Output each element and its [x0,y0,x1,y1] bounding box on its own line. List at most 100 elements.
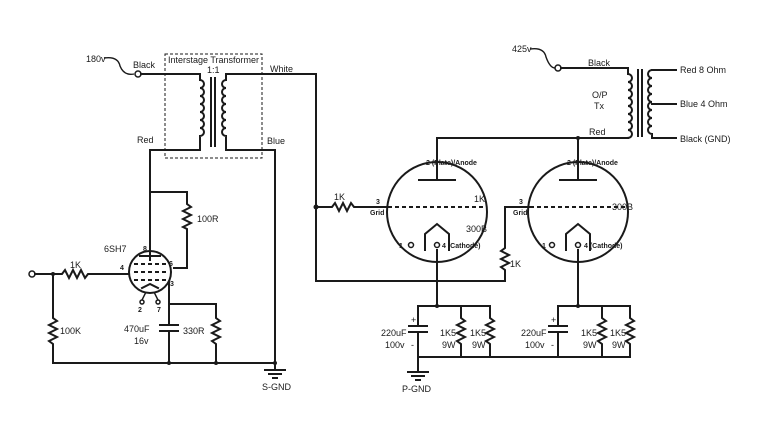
tube-b-plate [559,167,597,181]
label-red-out: Red [589,127,606,137]
cap-220uf-a [408,305,428,358]
output-core [637,69,643,137]
heater-legs [141,291,159,301]
label-s-gnd: S-GND [262,382,292,392]
label-red-interstage: Red [137,135,154,145]
label-minus-b: - [551,340,554,350]
label-cathode-a: 4 (Cathode) [442,243,481,250]
label-plate-b: 2 (Plate)/Anode [567,160,618,167]
tube-a-filament [424,222,450,247]
label-plus-b: + [551,315,556,325]
junction-cath-a [435,304,439,308]
label-pin6: 6 [169,261,173,268]
tube-6sh7 [128,250,172,294]
label-plate-a: 2 (Plate)/Anode [426,160,477,167]
label-cathode-b: 4 (Cathode) [584,243,623,250]
label-pin2: 2 [138,307,142,314]
label-grid-a: Grid [370,210,384,217]
label-100v-a: 100v [385,340,405,350]
label-pin3-b: 3 [519,199,523,206]
label-blue-4ohm: Blue 4 Ohm [680,99,728,109]
resistor-1k5-b1 [595,305,609,358]
label-black-out: Black [588,58,611,68]
label-1k-grid-a: 1K [334,192,345,202]
resistor-1k5-a1 [454,305,468,358]
wire-cathode-b [557,261,631,307]
resistor-1k5-a2 [483,305,497,358]
label-blue: Blue [267,136,285,146]
tube-b-pin1 [548,241,556,249]
tube-a-pin1 [407,241,415,249]
resistor-100k [46,273,60,364]
label-1k5-b1: 1K5 [581,328,597,338]
wire-grid-bus [315,206,506,282]
label-red-8ohm: Red 8 Ohm [680,65,726,75]
output-taps [651,69,677,139]
label-300b-a: 300B [466,224,487,234]
pin-2-dot [139,299,145,305]
tube-6sh7-cathode [140,282,160,290]
label-black-gnd: Black (GND) [680,134,731,144]
label-1k-side-a: 1K [474,194,485,204]
label-pin7: 7 [157,307,161,314]
label-180v: 180v [86,54,106,64]
resistor-1k-grid [34,267,130,281]
label-300b-b: 300B [612,202,633,212]
label-9w-a2: 9W [472,340,486,350]
label-p-gnd: P-GND [402,384,432,394]
pin-7-dot [155,299,161,305]
label-220uf-b: 220uF [521,328,547,338]
interstage-box [164,53,263,159]
interstage-title: Interstage Transformer [168,55,259,65]
label-black-in: Black [133,60,156,70]
wire-white [225,73,317,208]
tube-6sh7-grids [134,263,166,281]
cap-470uf [159,303,179,364]
label-minus-a: - [411,340,414,350]
interstage-ratio: 1:1 [207,65,220,75]
tube-b-filament [565,222,591,247]
label-9w-a1: 9W [442,340,456,350]
resistor-100r [173,191,194,269]
interstage-core [210,77,216,147]
label-pin3: 3 [170,281,174,288]
ground-symbol-power [407,371,429,381]
wire-driver-cathode [168,281,217,305]
output-primary [626,67,633,140]
junction-gnd-3 [273,361,277,365]
label-plus-a: + [411,315,416,325]
hv-out-lead [529,47,556,69]
junction-plate [576,136,580,140]
label-1k5-a2: 1K5 [470,328,486,338]
junction-gnd-1 [167,361,171,365]
label-1k5-b2: 1K5 [610,328,626,338]
output-secondary [647,68,654,139]
wire-power-ground [417,356,631,373]
label-tx: Tx [594,101,604,111]
resistor-1k-grid-a [315,200,389,214]
tube-a-plate [418,167,456,181]
label-100r: 100R [197,214,219,224]
label-220uf-a: 220uF [381,328,407,338]
label-pin1-b: 1 [542,243,546,250]
label-9w-b1: 9W [583,340,597,350]
label-pin3-a: 3 [376,199,380,206]
ground-symbol-signal [264,369,286,379]
label-1k-grid-b: 1K [510,259,521,269]
resistor-1k5-b2 [623,305,637,358]
label-op: O/P [592,90,608,100]
interstage-primary [149,73,205,151]
tube-b-pins [565,245,591,263]
wire-blue [225,149,276,371]
wire-driver-plate [149,149,188,261]
tube-a-pins [424,245,450,263]
label-1k-driver: 1K [70,260,81,270]
tube-b-pin4 [574,241,582,249]
label-100v-b: 100v [525,340,545,350]
label-9w-b2: 9W [612,340,626,350]
label-pin1-a: 1 [399,243,403,250]
wire-cathode-a [417,261,491,307]
label-pin8: 8 [143,246,147,253]
junction-gnd-2 [214,361,218,365]
